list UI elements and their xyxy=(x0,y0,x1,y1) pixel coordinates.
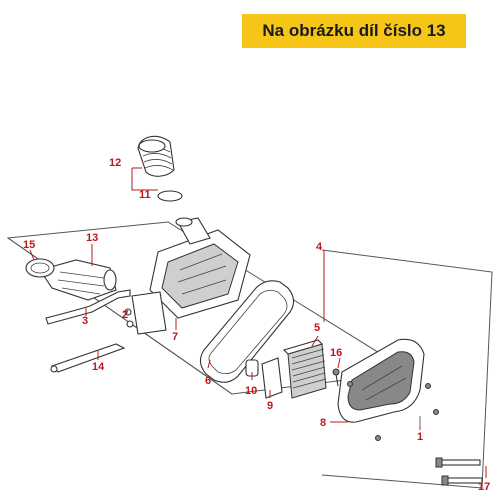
drain-hose-part-14 xyxy=(50,343,126,373)
fitting-part-2 xyxy=(124,308,134,328)
callout-17: 17 xyxy=(478,481,490,493)
callout-16: 16 xyxy=(330,347,342,359)
screw-part-1 xyxy=(347,381,439,441)
screw-part-16 xyxy=(332,368,340,387)
callout-1: 1 xyxy=(417,431,423,443)
highlighted-part-badge: Na obrázku díl číslo 13 xyxy=(242,14,466,48)
callout-6: 6 xyxy=(205,375,211,387)
callout-12: 12 xyxy=(109,157,121,169)
callout-7: 7 xyxy=(172,331,178,343)
callout-4: 4 xyxy=(316,241,323,253)
callout-5: 5 xyxy=(314,322,320,334)
callout-15: 15 xyxy=(23,239,35,251)
leader-lines xyxy=(29,167,487,478)
air-box-housing-part-7 xyxy=(131,217,251,335)
callout-3: 3 xyxy=(82,315,88,327)
callout-11: 11 xyxy=(139,189,151,201)
filter-gasket-part-6 xyxy=(199,280,295,383)
air-filter-element-part-5 xyxy=(282,339,327,399)
callout-8: 8 xyxy=(320,417,326,429)
bracket-part-9 xyxy=(261,357,283,399)
air-box-cover-part-8 xyxy=(337,338,425,423)
callout-10: 10 xyxy=(245,385,257,397)
callout-14: 14 xyxy=(92,361,105,373)
breather-hose-part-3 xyxy=(45,289,131,325)
callout-2: 2 xyxy=(122,309,128,321)
hose-clamp-part-11 xyxy=(157,190,183,202)
intake-bellows-part-12 xyxy=(137,135,175,177)
intake-duct-part-13 xyxy=(39,259,117,301)
callout-9: 9 xyxy=(267,400,273,412)
callout-13: 13 xyxy=(86,232,98,244)
ring-clamp-part-15 xyxy=(25,258,55,278)
bolt-part-17 xyxy=(435,457,483,486)
assembly-frame-right xyxy=(321,249,493,489)
badge-text: Na obrázku díl číslo 13 xyxy=(262,21,446,40)
